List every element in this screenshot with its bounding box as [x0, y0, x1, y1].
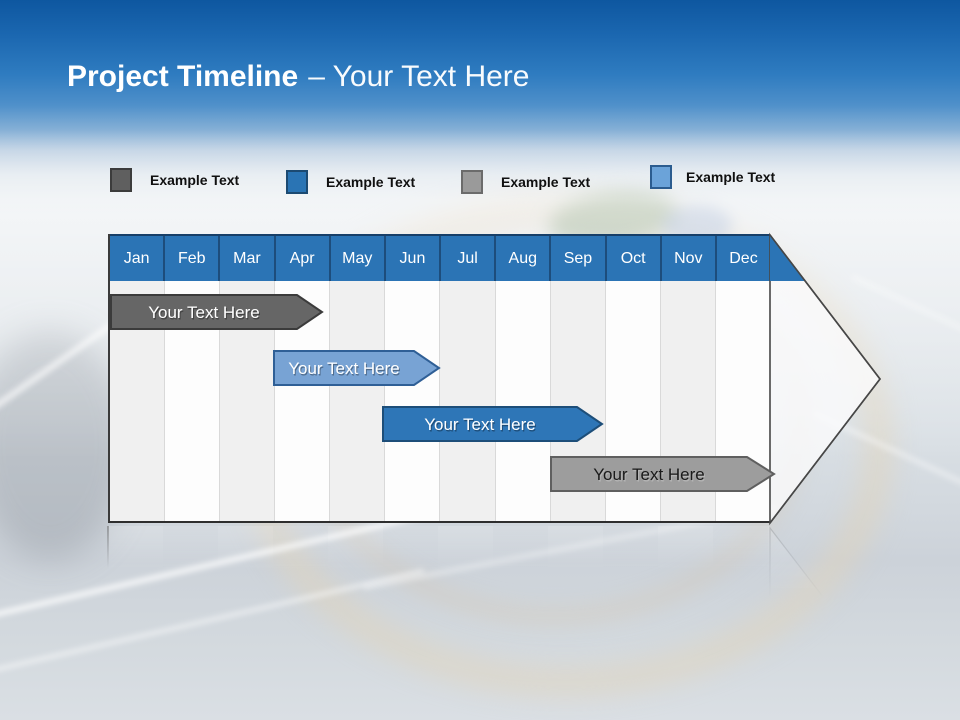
task-bar-shape [110, 294, 324, 330]
month-column [330, 281, 386, 521]
month-header-cell: Oct [607, 236, 662, 281]
month-header-cell: Jan [110, 236, 166, 281]
table-reflection [108, 526, 770, 578]
month-header-cell: Nov [662, 236, 717, 281]
task-label-shadow: Your Text Here [289, 361, 401, 380]
legend-item[interactable]: Example Text [650, 165, 775, 189]
task-bar-2[interactable]: Your Text Here Your Text Here [273, 349, 441, 387]
task-label: Your Text Here [148, 303, 260, 322]
legend-label: Example Text [150, 172, 240, 188]
timeline-big-arrowhead[interactable] [766, 230, 888, 530]
month-header-cell: Mar [220, 236, 276, 281]
task-bar-shape [273, 350, 441, 386]
legend-label: Example Text [686, 169, 776, 185]
legend-item[interactable]: Example Text [110, 168, 239, 192]
task-label: Your Text Here [424, 415, 536, 434]
task-label: Your Text Here [288, 359, 400, 378]
month-header-cell: Feb [165, 236, 221, 281]
task-bar-shape [382, 406, 604, 442]
month-header-cell: Sep [551, 236, 607, 281]
month-header-cell: Apr [276, 236, 331, 281]
task-bar-1[interactable]: Your Text Here Your Text Here [110, 293, 324, 331]
arrowhead-reflection-shape [769, 526, 831, 606]
month-column [440, 281, 496, 521]
task-label-shadow: Your Text Here [594, 467, 706, 486]
title-text: Project Timeline [67, 60, 299, 93]
legend-item[interactable]: Example Text [461, 170, 590, 194]
month-header-cell: Jul [441, 236, 497, 281]
legend-swatch [110, 168, 132, 192]
title-placeholder-text: – Your Text Here [308, 60, 530, 93]
legend-swatch [650, 165, 672, 189]
legend-label: Example Text [501, 174, 591, 190]
month-header-cell: May [331, 236, 386, 281]
legend-swatch [286, 170, 308, 194]
slide-title[interactable]: Project Timeline – Your Text Here [67, 58, 529, 96]
month-header-cell: Dec [729, 249, 758, 267]
month-header-cell: Jun [386, 236, 442, 281]
legend-swatch [461, 170, 483, 194]
task-label-shadow: Your Text Here [425, 417, 537, 436]
month-header-cell: Aug [496, 236, 552, 281]
legend-item[interactable]: Example Text [286, 170, 415, 194]
table-edge-reflection [107, 526, 109, 568]
month-column [385, 281, 441, 521]
task-bar-4[interactable]: Your Text Here Your Text Here [550, 455, 776, 493]
month-header-row: Jan Feb Mar Apr May Jun Jul Aug Sep Oct … [110, 234, 770, 281]
big-arrowhead-outline [769, 234, 882, 524]
arrowhead-reflection [769, 526, 831, 606]
background-streak [0, 568, 425, 686]
legend-label: Example Text [326, 174, 416, 190]
month-column [495, 281, 551, 521]
task-label-shadow: Your Text Here [149, 305, 261, 324]
task-label: Your Text Here [593, 465, 705, 484]
task-bar-shape [550, 456, 776, 492]
task-bar-3[interactable]: Your Text Here Your Text Here [382, 405, 604, 443]
